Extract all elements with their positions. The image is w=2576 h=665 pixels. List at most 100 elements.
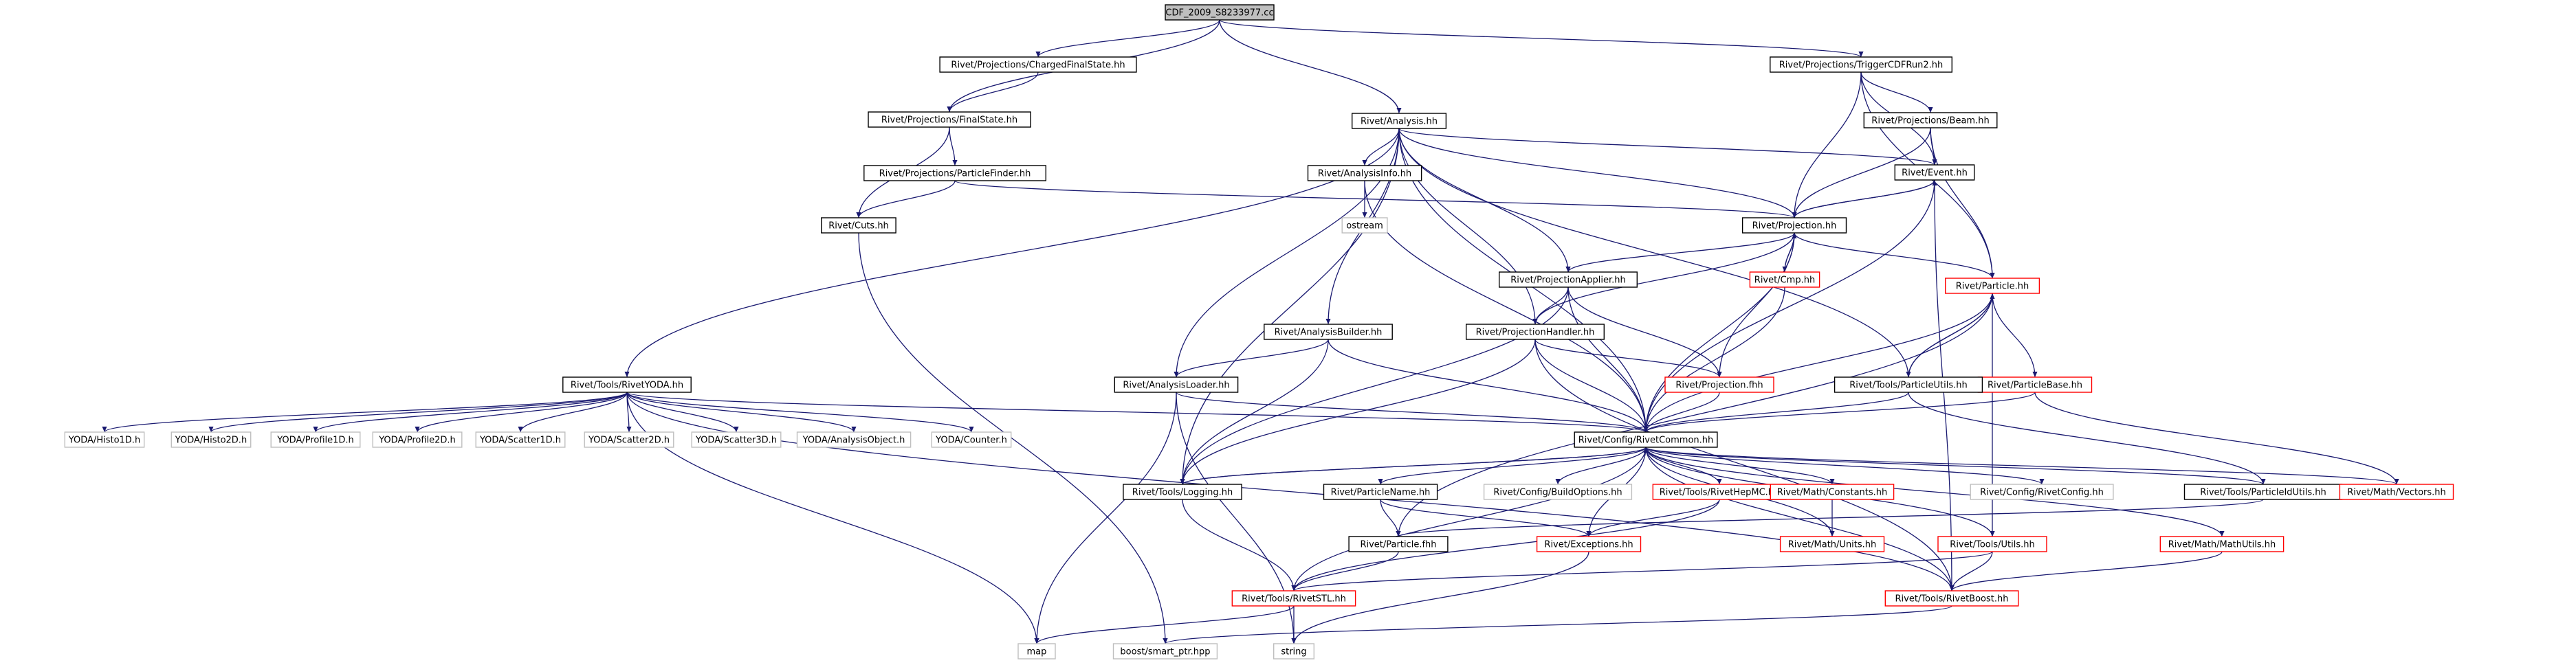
node-smartptr[interactable]: boost/smart_ptr.hpp <box>1112 643 1218 660</box>
node-label: Rivet/ParticleName.hh <box>1331 488 1431 498</box>
edge-rivetyoda-to-aobj <box>626 392 857 433</box>
node-label: Rivet/AnalysisInfo.hh <box>1318 169 1411 179</box>
edge-trig-to-beam <box>1860 71 1933 113</box>
node-pidutils[interactable]: Rivet/Tools/ParticleIdUtils.hh <box>2183 484 2343 500</box>
node-label: Rivet/Tools/Utils.hh <box>1950 540 2034 550</box>
node-tutils[interactable]: Rivet/Tools/Utils.hh <box>1937 536 2047 552</box>
node-trig[interactable]: Rivet/Projections/TriggerCDFRun2.hh <box>1770 56 1953 73</box>
node-logging[interactable]: Rivet/Tools/Logging.hh <box>1123 484 1242 500</box>
node-label: Rivet/Tools/RivetHepMC.hh <box>1660 488 1780 498</box>
node-cmp[interactable]: Rivet/Cmp.hh <box>1749 271 1820 288</box>
node-box <box>1574 431 1718 448</box>
node-cuts[interactable]: Rivet/Cuts.hh <box>821 217 896 234</box>
node-cfs[interactable]: Rivet/Projections/ChargedFinalState.hh <box>939 56 1137 73</box>
edge-common-to-stl <box>1291 447 1647 591</box>
node-mmathutils[interactable]: Rivet/Math/MathUtils.hh <box>2159 536 2285 552</box>
node-h2d[interactable]: YODA/Histo2D.h <box>170 431 252 448</box>
node-h1d[interactable]: YODA/Histo1D.h <box>64 431 145 448</box>
edge-common-to-mconst <box>1645 447 1835 485</box>
edge-exceptions-to-string <box>1291 551 1589 644</box>
node-common[interactable]: Rivet/Config/RivetCommon.hh <box>1574 431 1718 448</box>
edge-phandler-to-projfhh <box>1534 339 1722 378</box>
node-projfhh[interactable]: Rivet/Projection.fhh <box>1664 376 1774 393</box>
node-exceptions[interactable]: Rivet/Exceptions.hh <box>1536 536 1642 552</box>
node-label: Rivet/Config/RivetCommon.hh <box>1578 436 1714 446</box>
node-map[interactable]: map <box>1017 643 1056 660</box>
node-box <box>1112 643 1218 660</box>
node-label: Rivet/ProjectionApplier.hh <box>1510 275 1625 286</box>
node-particle[interactable]: Rivet/Particle.hh <box>1944 278 2040 294</box>
node-aloader[interactable]: Rivet/AnalysisLoader.hh <box>1114 376 1239 393</box>
node-box <box>1483 484 1633 500</box>
node-ainfo[interactable]: Rivet/AnalysisInfo.hh <box>1307 165 1422 181</box>
node-box <box>1770 56 1953 73</box>
node-string[interactable]: string <box>1273 643 1314 660</box>
node-box <box>796 431 912 448</box>
node-boost[interactable]: Rivet/Tools/RivetBoost.hh <box>1884 590 2019 607</box>
node-aobj[interactable]: YODA/AnalysisObject.h <box>796 431 912 448</box>
node-label: Rivet/Projections/ParticleFinder.hh <box>879 169 1031 179</box>
node-p2d[interactable]: YODA/Profile2D.h <box>372 431 463 448</box>
node-fs[interactable]: Rivet/Projections/FinalState.hh <box>868 111 1031 128</box>
edge-cmp-to-proj <box>1784 232 1797 273</box>
node-p1d[interactable]: YODA/Profile1D.h <box>270 431 361 448</box>
node-label: YODA/Histo2D.h <box>175 436 247 446</box>
node-label: Rivet/ProjectionHandler.hh <box>1476 328 1595 338</box>
node-munits[interactable]: Rivet/Math/Units.hh <box>1779 536 1885 552</box>
node-label: YODA/Profile2D.h <box>378 436 456 446</box>
node-mconst[interactable]: Rivet/Math/Constants.hh <box>1770 484 1895 500</box>
node-pbase[interactable]: Rivet/ParticleBase.hh <box>1977 376 2093 393</box>
node-rconfig[interactable]: Rivet/Config/RivetConfig.hh <box>1970 484 2114 500</box>
node-stl[interactable]: Rivet/Tools/RivetSTL.hh <box>1231 590 1356 607</box>
node-box <box>1351 113 1447 129</box>
node-s3d[interactable]: YODA/Scatter3D.h <box>691 431 782 448</box>
edge-rivetyoda-to-h2d <box>208 392 628 433</box>
node-pfhh[interactable]: Rivet/Particle.fhh <box>1348 536 1449 552</box>
edge-rivetyoda-to-p2d <box>415 392 628 433</box>
node-papplier[interactable]: Rivet/ProjectionApplier.hh <box>1498 271 1638 288</box>
node-s1d[interactable]: YODA/Scatter1D.h <box>475 431 566 448</box>
edge-logging-to-common <box>1182 447 1649 485</box>
node-hepmc[interactable]: Rivet/Tools/RivetHepMC.hh <box>1652 484 1787 500</box>
node-label: ostream <box>1346 221 1383 232</box>
node-analysis[interactable]: Rivet/Analysis.hh <box>1351 113 1447 129</box>
edge-particle-to-pbase <box>1992 293 2038 378</box>
edge-pfhh-to-stl <box>1291 551 1399 591</box>
node-buildopt[interactable]: Rivet/Config/BuildOptions.hh <box>1483 484 1633 500</box>
node-label: Rivet/Event.hh <box>1902 168 1968 179</box>
node-box <box>1341 217 1388 234</box>
edge-analysis-to-phandler <box>1398 128 1538 325</box>
node-rivetyoda[interactable]: Rivet/Tools/RivetYODA.hh <box>562 376 692 393</box>
node-mvectors[interactable]: Rivet/Math/Vectors.hh <box>2339 484 2454 500</box>
node-label: Rivet/Tools/RivetYODA.hh <box>571 381 683 391</box>
edge-proj-to-event <box>1794 179 1937 218</box>
node-event[interactable]: Rivet/Event.hh <box>1894 164 1975 181</box>
node-proj[interactable]: Rivet/Projection.hh <box>1741 217 1847 234</box>
node-box <box>1749 271 1820 288</box>
edge-root-to-cfs <box>1035 19 1220 58</box>
node-box <box>1536 536 1642 552</box>
edge-papplier-to-phandler <box>1532 286 1569 325</box>
node-label: string <box>1281 647 1306 657</box>
node-label: YODA/Scatter2D.h <box>588 436 670 446</box>
edge-rivetyoda-to-s1d <box>518 392 628 433</box>
node-counter[interactable]: YODA/Counter.h <box>931 431 1012 448</box>
node-abuilder[interactable]: Rivet/AnalysisBuilder.hh <box>1264 324 1393 340</box>
edge-abuilder-to-aloader <box>1174 339 1329 378</box>
node-label: Rivet/ParticleBase.hh <box>1988 381 2082 391</box>
node-ostream[interactable]: ostream <box>1341 217 1388 234</box>
node-beam[interactable]: Rivet/Projections/Beam.hh <box>1863 112 1998 128</box>
edge-tutils-to-stl <box>1291 551 1993 591</box>
node-putils[interactable]: Rivet/Tools/ParticleUtils.hh <box>1834 376 1983 393</box>
node-s2d[interactable]: YODA/Scatter2D.h <box>584 431 674 448</box>
node-pf[interactable]: Rivet/Projections/ParticleFinder.hh <box>863 165 1047 181</box>
edge-proj-to-projfhh <box>1717 232 1795 378</box>
edge-analysis-to-logging <box>1180 128 1400 485</box>
node-root[interactable]: CDF_2009_S8233977.cc <box>1165 4 1275 21</box>
edge-particle-to-common <box>1643 293 1993 433</box>
node-label: boost/smart_ptr.hpp <box>1120 647 1210 657</box>
nodes-layer: CDF_2009_S8233977.ccRivet/Projections/Ch… <box>64 4 2454 660</box>
node-phandler[interactable]: Rivet/ProjectionHandler.hh <box>1465 324 1605 340</box>
node-pname[interactable]: Rivet/ParticleName.hh <box>1323 484 1438 500</box>
edge-rivetyoda-to-p1d <box>313 392 628 433</box>
